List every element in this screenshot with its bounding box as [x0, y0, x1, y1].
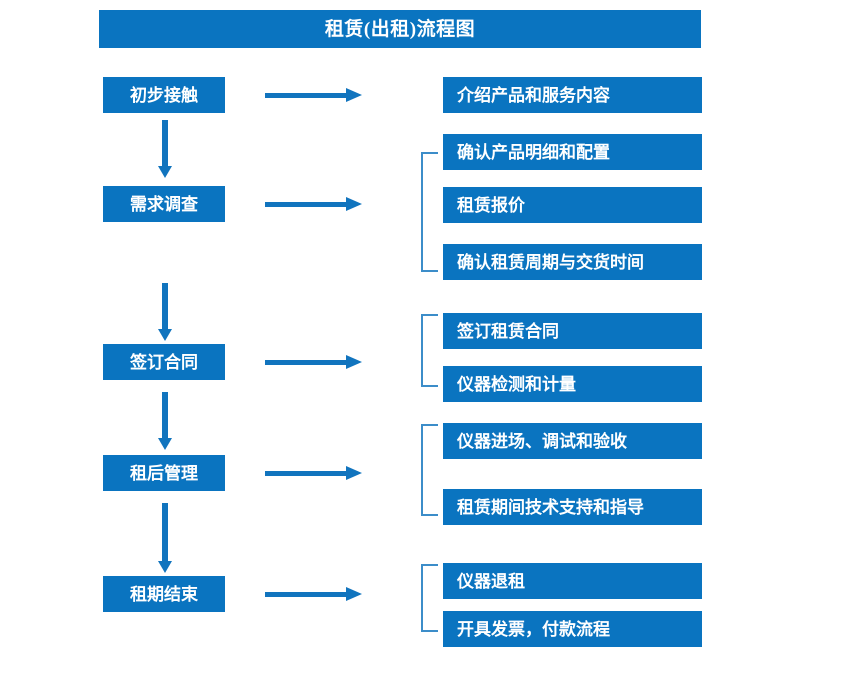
detail-label-2-3: 确认租赁周期与交货时间: [457, 252, 644, 272]
detail-label-5-1: 仪器退租: [457, 571, 525, 591]
stage-box-3[interactable]: 签订合同: [103, 344, 225, 380]
detail-group-bracket-3: [421, 314, 438, 387]
stage-arrow-right-3: [265, 355, 362, 369]
chart-title: 租赁(出租)流程图: [324, 18, 476, 40]
arrow-shaft: [265, 592, 348, 597]
arrow-shaft: [162, 120, 168, 167]
stage-connector-3-4: [158, 392, 172, 450]
detail-label-4-1: 仪器进场、调试和验收: [457, 431, 627, 451]
detail-group-bracket-5: [421, 564, 438, 632]
detail-box-2-3[interactable]: 确认租赁周期与交货时间: [443, 244, 702, 280]
stage-box-5[interactable]: 租期结束: [103, 576, 225, 612]
stage-connector-2-3: [158, 283, 172, 341]
arrow-head: [346, 197, 362, 211]
stage-arrow-right-1: [265, 88, 362, 102]
detail-box-1-1[interactable]: 介绍产品和服务内容: [443, 77, 702, 113]
detail-group-bracket-4: [421, 424, 438, 516]
detail-box-2-2[interactable]: 租赁报价: [443, 187, 702, 223]
detail-label-3-1: 签订租赁合同: [457, 321, 559, 341]
arrow-shaft: [265, 93, 348, 98]
stage-box-4[interactable]: 租后管理: [103, 455, 225, 491]
stage-label-2: 需求调查: [130, 194, 198, 214]
detail-label-2-2: 租赁报价: [457, 195, 525, 215]
stage-arrow-right-4: [265, 466, 362, 480]
detail-box-3-2[interactable]: 仪器检测和计量: [443, 366, 702, 402]
arrow-shaft: [162, 283, 168, 330]
detail-box-2-1[interactable]: 确认产品明细和配置: [443, 134, 702, 170]
arrow-head: [346, 355, 362, 369]
detail-label-3-2: 仪器检测和计量: [457, 374, 576, 394]
stage-connector-1-2: [158, 120, 172, 178]
detail-label-4-2: 租赁期间技术支持和指导: [457, 497, 644, 517]
arrow-head: [346, 466, 362, 480]
detail-label-5-2: 开具发票，付款流程: [457, 619, 610, 639]
detail-box-4-1[interactable]: 仪器进场、调试和验收: [443, 423, 702, 459]
detail-group-bracket-2: [421, 152, 438, 272]
arrow-head: [346, 88, 362, 102]
detail-box-3-1[interactable]: 签订租赁合同: [443, 313, 702, 349]
stage-label-5: 租期结束: [130, 584, 198, 604]
stage-box-1[interactable]: 初步接触: [103, 77, 225, 113]
arrow-head: [158, 166, 172, 178]
arrow-head: [158, 561, 172, 573]
stage-connector-4-5: [158, 503, 172, 573]
detail-label-1-1: 介绍产品和服务内容: [457, 85, 610, 105]
arrow-head: [158, 329, 172, 341]
chart-title-bar: 租赁(出租)流程图: [99, 10, 701, 48]
arrow-shaft: [265, 360, 348, 365]
detail-box-4-2[interactable]: 租赁期间技术支持和指导: [443, 489, 702, 525]
arrow-shaft: [162, 392, 168, 439]
arrow-shaft: [162, 503, 168, 562]
arrow-head: [346, 587, 362, 601]
stage-label-1: 初步接触: [130, 85, 198, 105]
stage-label-4: 租后管理: [130, 463, 198, 483]
arrow-shaft: [265, 202, 348, 207]
stage-arrow-right-5: [265, 587, 362, 601]
arrow-head: [158, 438, 172, 450]
stage-arrow-right-2: [265, 197, 362, 211]
detail-label-2-1: 确认产品明细和配置: [457, 142, 610, 162]
stage-label-3: 签订合同: [130, 352, 198, 372]
detail-box-5-1[interactable]: 仪器退租: [443, 563, 702, 599]
arrow-shaft: [265, 471, 348, 476]
stage-box-2[interactable]: 需求调查: [103, 186, 225, 222]
detail-box-5-2[interactable]: 开具发票，付款流程: [443, 611, 702, 647]
